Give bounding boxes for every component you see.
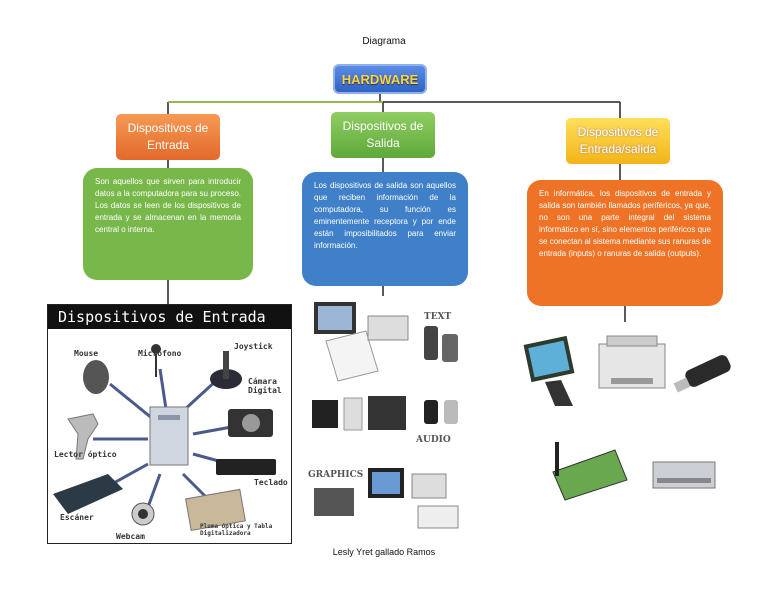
phone-icon xyxy=(424,326,438,360)
multifunction-printer-icon xyxy=(598,335,666,389)
label-escaner: Escáner xyxy=(60,513,94,522)
plotter-icon xyxy=(314,488,354,516)
label-webcam: Webcam xyxy=(116,532,145,541)
input-devices-drawing xyxy=(53,344,276,532)
document-icon xyxy=(325,330,379,382)
printer-icon xyxy=(367,315,409,341)
scanner-icon xyxy=(53,474,123,514)
tag-text: TEXT xyxy=(424,312,452,322)
optical-drive-icon xyxy=(652,461,716,489)
speaker-icon xyxy=(312,400,338,428)
network-card-icon xyxy=(552,442,628,501)
output-devices-illustration: TEXT AUDIO GRAPHICS xyxy=(306,296,466,534)
description-io: En informática, los dispositivos de entr… xyxy=(527,180,723,306)
label-joystick: Joystick xyxy=(234,342,273,351)
ipod-icon xyxy=(424,400,438,424)
touchscreen-terminal-icon xyxy=(523,335,575,406)
graphics-tablet-icon xyxy=(185,488,246,532)
input-devices-illustration: Dispositivos de Entrada Mouse Micrófono … xyxy=(47,304,292,544)
description-input: Son aquellos que sirven para introducir … xyxy=(83,168,253,280)
usb-flash-drive-icon xyxy=(673,355,731,393)
author-credit: Lesly Yret gallado Ramos xyxy=(332,547,436,557)
category-input-devices: Dispositivos de Entrada xyxy=(116,114,220,160)
io-devices-illustration xyxy=(515,322,745,512)
category-output-devices: Dispositivos de Salida xyxy=(331,112,435,158)
input-panel-heading: Dispositivos de Entrada xyxy=(48,305,291,329)
label-teclado: Teclado xyxy=(254,478,288,487)
label-lector: Lector óptico xyxy=(54,450,117,459)
barcode-reader-icon xyxy=(67,413,99,460)
description-output: Los dispositivos de salida son aquellos … xyxy=(302,172,468,286)
diagram-title: Diagrama xyxy=(362,36,406,47)
label-camara: Cámara Digital xyxy=(248,377,282,395)
category-io-devices: Dispositivos de Entrada/salida xyxy=(566,118,670,164)
tag-audio: AUDIO xyxy=(416,435,451,445)
root-node-hardware: HARDWARE xyxy=(333,64,427,94)
mouse-icon xyxy=(83,360,109,394)
io-devices-drawing xyxy=(523,335,731,501)
keyboard-icon xyxy=(216,459,276,475)
label-mouse: Mouse xyxy=(74,349,99,358)
output-devices-drawing xyxy=(312,302,459,529)
label-pluma: Pluma óptica y Tabla Digitalizadora xyxy=(200,523,273,537)
label-microfono: Micrófono xyxy=(138,349,182,358)
microphone-icon xyxy=(151,344,161,354)
tag-graphics: GRAPHICS xyxy=(308,470,364,480)
